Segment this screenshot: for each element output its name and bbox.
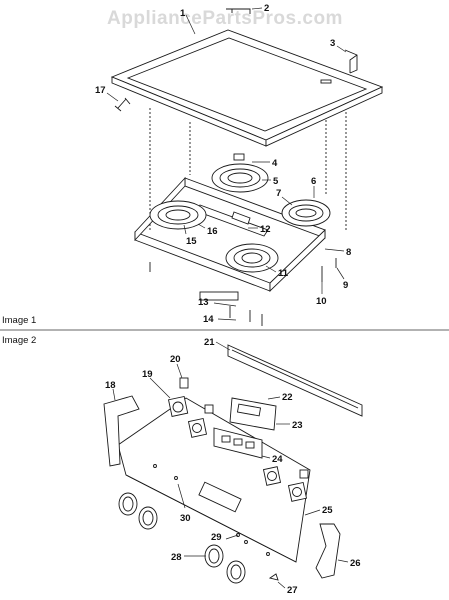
callout-15: 15 <box>186 236 197 247</box>
callout-25: 25 <box>322 505 333 516</box>
watermark: AppliancePartsPros.com <box>107 8 343 29</box>
callout-14: 14 <box>203 314 214 325</box>
callout-29: 29 <box>211 532 222 543</box>
callouts-image-2: 18 19 20 21 22 23 24 25 26 27 28 29 30 <box>105 337 361 596</box>
panel-screws <box>153 464 279 581</box>
callout-22: 22 <box>282 392 293 403</box>
callout-24: 24 <box>272 454 283 465</box>
callouts-image-1: 1 2 3 4 5 6 7 8 9 10 11 12 13 14 15 16 1… <box>95 3 351 325</box>
callout-21: 21 <box>204 337 215 348</box>
bracket-clip <box>226 8 251 14</box>
burner-right <box>281 199 331 227</box>
screws-lower <box>149 258 337 326</box>
callout-16: 16 <box>207 226 218 237</box>
control-panel-assembly <box>103 344 363 584</box>
callout-28: 28 <box>171 552 182 563</box>
callout-12: 12 <box>260 224 271 235</box>
callout-11: 11 <box>278 268 289 279</box>
callout-2: 2 <box>264 3 269 14</box>
control-overlay <box>213 427 263 459</box>
callout-26: 26 <box>350 558 361 569</box>
burner-top-center <box>211 153 269 193</box>
callout-6: 6 <box>311 176 316 187</box>
control-knobs <box>118 492 246 584</box>
callout-17: 17 <box>95 85 106 96</box>
cooktop-glass <box>110 29 384 147</box>
cooktop-assembly <box>110 8 384 326</box>
callout-4: 4 <box>272 158 278 169</box>
guide-lines <box>149 108 347 232</box>
callout-20: 20 <box>170 354 181 365</box>
callout-18: 18 <box>105 380 116 391</box>
screw <box>114 97 131 112</box>
callout-30: 30 <box>180 513 191 524</box>
callout-1: 1 <box>180 8 186 19</box>
callout-23: 23 <box>292 420 303 431</box>
callout-10: 10 <box>316 296 327 307</box>
burner-left <box>149 200 207 230</box>
callout-27: 27 <box>287 585 298 596</box>
section-label-image-1: Image 1 <box>2 315 36 326</box>
callout-5: 5 <box>273 176 279 187</box>
mounting-bracket <box>344 49 358 74</box>
right-end-cap <box>315 523 341 579</box>
callout-7: 7 <box>276 188 281 199</box>
trim-strip <box>227 344 363 417</box>
callout-19: 19 <box>142 369 153 380</box>
electronic-clock-control <box>229 397 277 431</box>
callout-13: 13 <box>198 297 209 308</box>
left-end-cap <box>103 395 140 467</box>
callout-8: 8 <box>346 247 351 258</box>
burner-frame <box>134 176 326 301</box>
rotary-switches <box>167 377 309 502</box>
callout-9: 9 <box>343 280 348 291</box>
callout-3: 3 <box>330 38 335 49</box>
burner-front <box>225 243 279 273</box>
section-label-image-2: Image 2 <box>2 335 36 346</box>
